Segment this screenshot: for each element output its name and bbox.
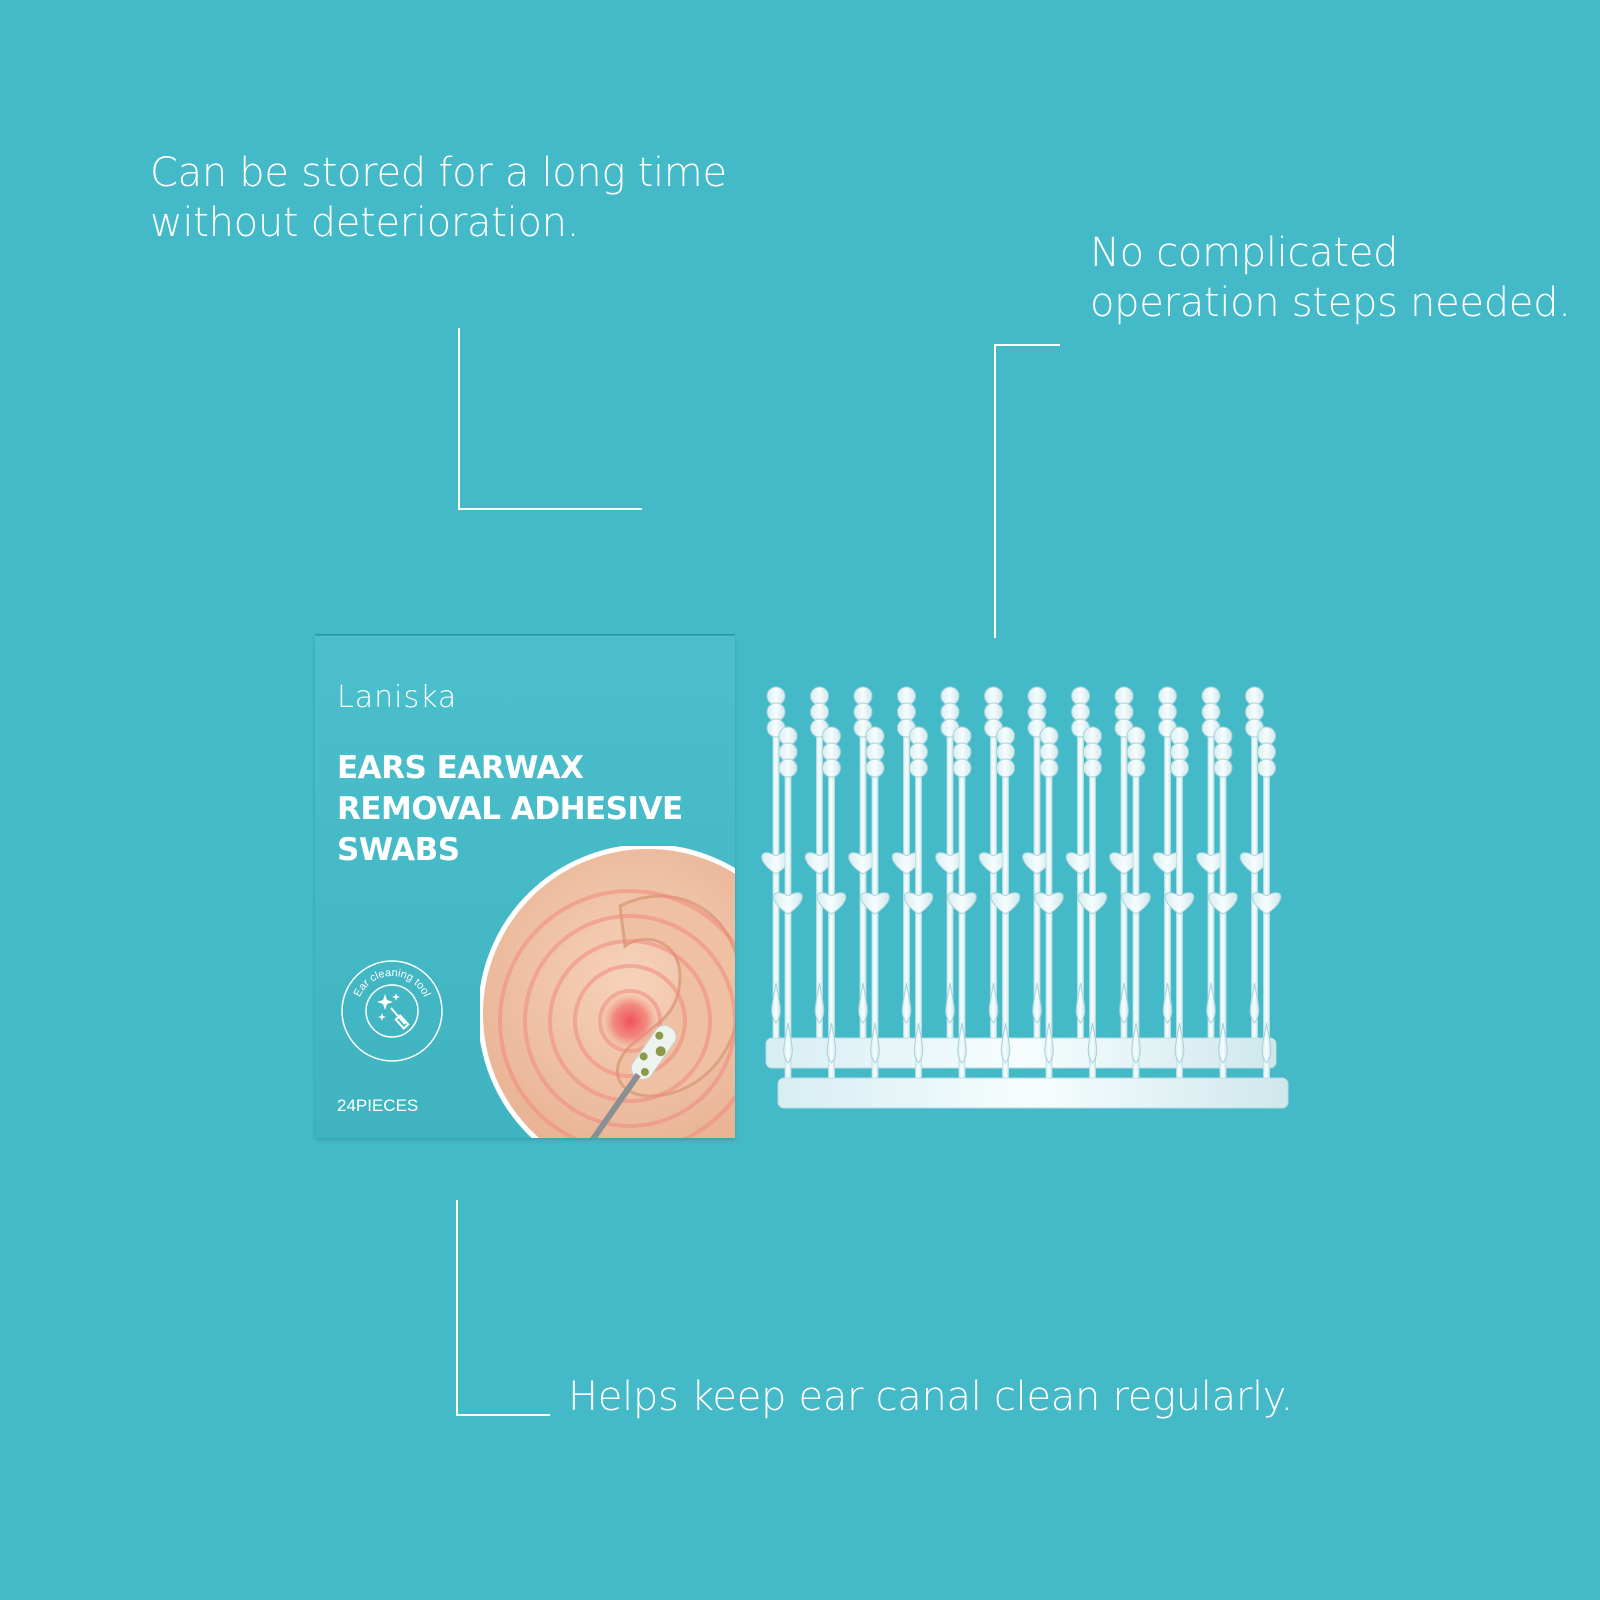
swab [848, 686, 878, 1039]
badge-text: Ear cleaning tool [352, 967, 433, 999]
swab [1121, 726, 1151, 1079]
callout-regular-clean: Helps keep ear canal clean regularly. [568, 1374, 1293, 1420]
leader-line-regular-clean [456, 1200, 550, 1416]
swab [1152, 686, 1183, 1039]
product-title: EARS EARWAX REMOVAL ADHESIVE SWABS [337, 750, 683, 868]
swab [816, 726, 847, 1079]
swab [1022, 686, 1052, 1039]
ear-cleaning-tool-badge: Ear cleaning tool [341, 960, 443, 1062]
swab [947, 726, 977, 1079]
leader-line-storage [458, 328, 642, 510]
swab [1196, 686, 1226, 1039]
product-box: Laniska EARS EARWAX REMOVAL ADHESIVE SWA… [315, 636, 735, 1138]
callout-easy-use: No complicated operation steps needed. [1090, 230, 1571, 326]
swab [1065, 686, 1096, 1039]
swab-row [773, 726, 1289, 1109]
swab [1251, 726, 1282, 1079]
callout-storage: Can be stored for a long time without de… [150, 150, 727, 246]
swab [1208, 726, 1238, 1079]
swab [1109, 686, 1139, 1039]
swab-base-bar [765, 1037, 1277, 1069]
swab [891, 686, 922, 1039]
swab [1034, 726, 1064, 1079]
swab [1164, 726, 1195, 1079]
swab-base-bar [777, 1077, 1289, 1109]
magic-wand-icon [377, 993, 410, 1030]
brand-logo: Laniska [337, 680, 458, 715]
svg-text:Ear cleaning tool: Ear cleaning tool [352, 967, 433, 999]
swab [860, 726, 890, 1079]
leader-line-easy-use [994, 344, 1060, 638]
swab [903, 726, 934, 1079]
pieces-count: 24PIECES [337, 1096, 419, 1115]
swabs-illustration [761, 686, 1289, 1109]
swab [935, 686, 965, 1039]
swab [990, 726, 1021, 1079]
swab [761, 686, 791, 1039]
swab [1077, 726, 1108, 1079]
swab-row [761, 686, 1277, 1069]
swab [773, 726, 803, 1079]
ear-illustration [480, 846, 735, 1138]
